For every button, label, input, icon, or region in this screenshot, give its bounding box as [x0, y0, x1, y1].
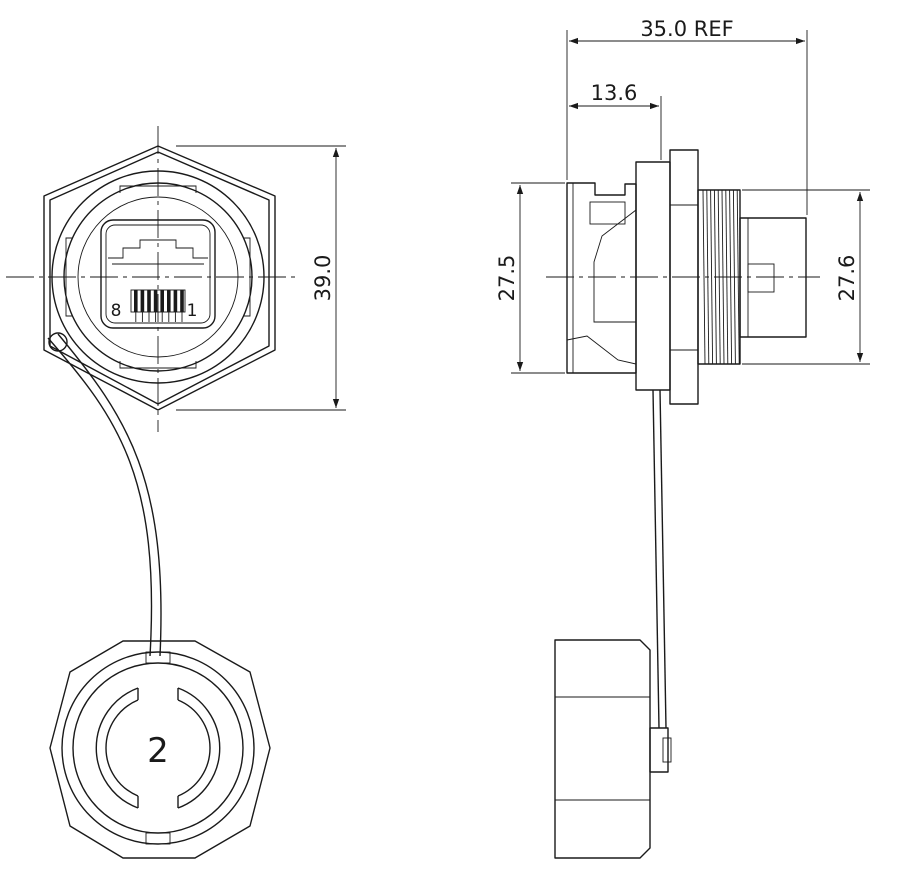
lanyard-eyelet: [48, 332, 68, 352]
cap-bayonet-right-inner: [177, 699, 211, 797]
side-lanyard-cord-left: [652, 389, 660, 729]
hex-flange-outline: [43, 145, 276, 411]
thread-line: [702, 189, 706, 365]
cap-side-tab-pin: [662, 737, 672, 763]
cap-notch-bottom: [145, 832, 171, 845]
lanyard-cord-inner: [57, 333, 162, 657]
rj45-contact-pin: [167, 290, 171, 312]
rj45-contact-pin: [160, 290, 164, 312]
front-housing-dome: [593, 209, 637, 323]
cap-notch-top: [145, 651, 171, 664]
cap-side-body: [554, 639, 651, 859]
dim-flange-height: 39.0: [311, 255, 335, 302]
cap-outline: [49, 640, 271, 859]
dust-cap-front: 2: [49, 640, 271, 859]
front-housing-latch: [566, 335, 637, 365]
pin-label-right: 1: [187, 301, 198, 321]
cap-side-tab: [649, 727, 669, 773]
latch-tab-bottom: [119, 361, 197, 369]
rj45-contacts: [130, 289, 186, 322]
side-lanyard-cord-right: [659, 389, 667, 729]
cap-bayonet-left-outer: [95, 687, 139, 809]
panel-flange: [635, 161, 671, 391]
front-housing: [566, 182, 637, 374]
cap-number-label: 2: [147, 731, 169, 771]
dim-overall-length: 35.0 REF: [640, 17, 733, 41]
thread-line: [710, 189, 714, 365]
rj45-contact-pin: [134, 290, 138, 312]
cap-bayonet-right-outer: [177, 687, 221, 809]
dust-cap-side: [554, 639, 672, 859]
front-housing-key: [589, 201, 626, 225]
rear-key: [747, 263, 775, 293]
hex-flange-inner: [49, 151, 270, 405]
rj45-contact-pin: [147, 290, 151, 312]
rj45-contact-pin: [140, 290, 145, 312]
rj45-key-profile: [108, 239, 208, 259]
dim-front-depth: 13.6: [591, 81, 638, 105]
rj45-contact-pin: [173, 290, 178, 312]
rear-body: [739, 217, 807, 338]
rj45-contact-pin: [180, 290, 184, 312]
lanyard-cord-outer: [47, 337, 153, 657]
side-view: 35.0 REF 13.6 27.5 27.6: [495, 17, 870, 405]
cap-bayonet-left-inner: [105, 699, 139, 797]
rj45-contact-pin: [153, 290, 158, 312]
dim-thread-height: 27.6: [835, 255, 859, 302]
pin-label-left: 8: [111, 301, 122, 321]
front-view: 8 1 39.0: [6, 126, 346, 432]
dim-front-height: 27.5: [495, 255, 519, 302]
